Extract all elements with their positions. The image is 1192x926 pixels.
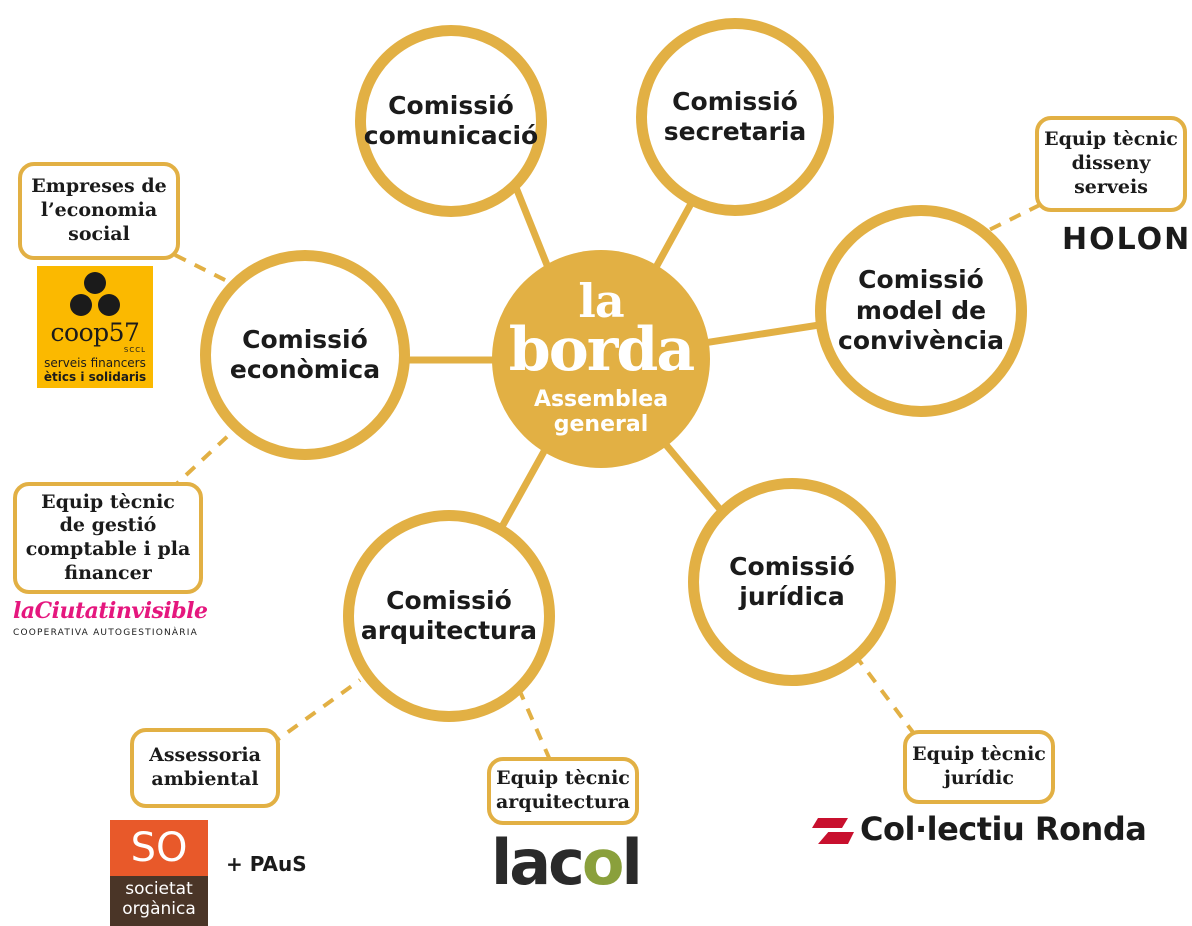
team-gestio-label: Equip tècnic de gestió comptable i pla f…: [26, 491, 191, 586]
assemblea-general-line-1: Assemblea: [533, 386, 669, 412]
holon-logo: HOLON: [1062, 222, 1192, 257]
lacol-part-3: l: [621, 826, 642, 899]
team-juridic-line-2: jurídic: [943, 767, 1014, 789]
team-gestio-line-4: financer: [64, 561, 152, 584]
team-assessoria-ambiental: Assessoria ambiental: [130, 728, 280, 808]
lacol-o-mark: o: [581, 826, 625, 899]
team-arquitectura: Equip tècnic arquitectura: [487, 757, 639, 825]
team-arquitectura-label: Equip tècnic arquitectura: [496, 767, 630, 815]
team-ambiental-line-1: Assessoria: [149, 744, 261, 767]
commission-comunicacio-line-1: Comissió: [388, 90, 514, 120]
commission-arquitectura-label: Comissió arquitectura: [361, 586, 537, 647]
commission-arquitectura-line-2: arquitectura: [360, 616, 538, 645]
commission-convivencia-label: Comissió model de convivència: [838, 265, 1004, 357]
team-gestio-line-2: de gestió: [59, 514, 157, 537]
paus-logo: + PAuS: [226, 852, 307, 876]
lacol-part-1: lac: [491, 826, 585, 899]
team-gestio-comptable: Equip tècnic de gestió comptable i pla f…: [13, 482, 203, 594]
ciutat-invisible-logo: laCiutatinvisible: [13, 598, 208, 624]
team-empreses-line-3: social: [68, 222, 130, 245]
colectiu-ronda-logo: Col·lectiu Ronda: [860, 810, 1147, 848]
team-gestio-line-3: comptable i pla: [25, 538, 191, 560]
commission-secretaria-label: Comissió secretaria: [664, 87, 807, 148]
team-ambiental-line-2: ambiental: [151, 768, 259, 790]
team-empreses-economia-social: Empreses de l’economia social: [18, 162, 180, 260]
commission-juridica-line-1: Comissió: [729, 551, 855, 581]
dash-juridic: [853, 653, 917, 737]
dash-gestio: [168, 418, 247, 492]
societat-organica-line-1: societat: [125, 879, 193, 899]
team-empreses-label: Empreses de l’economia social: [31, 175, 166, 246]
team-empreses-line-2: l’economia: [40, 199, 158, 222]
ciutat-invisible-tagline: COOPERATIVA AUTOGESTIONÀRIA: [13, 628, 198, 638]
societat-organica-mark: SO: [110, 820, 208, 876]
colectiu-ronda-flag-icon: [810, 818, 854, 844]
commission-comunicacio: Comissió comunicació: [355, 25, 547, 217]
la-borda-logo-bottom: borda: [508, 314, 695, 385]
commission-arquitectura-line-1: Comissió: [386, 585, 512, 615]
societat-organica-logo: societat orgànica: [110, 876, 208, 926]
commission-comunicacio-line-2: comunicació: [363, 121, 539, 150]
dash-disseny: [984, 193, 1061, 234]
coop57-sccl: SCCL: [123, 346, 146, 354]
team-disseny-line-3: serveis: [1074, 175, 1148, 198]
commission-juridica-label: Comissió jurídica: [729, 552, 855, 613]
commission-juridica: Comissió jurídica: [688, 478, 896, 686]
assemblea-general-line-2: general: [553, 412, 649, 438]
team-gestio-line-1: Equip tècnic: [41, 490, 175, 513]
dash-ambiental: [268, 678, 362, 747]
lacol-logo: lacol: [491, 832, 643, 894]
coop57-logo: coop57 SCCL serveis financers ètics i so…: [37, 266, 153, 388]
commission-economica-label: Comissió econòmica: [230, 325, 380, 386]
commission-secretaria-line-1: Comissió: [672, 86, 798, 116]
commission-comunicacio-label: Comissió comunicació: [364, 91, 538, 152]
commission-secretaria: Comissió secretaria: [636, 18, 834, 216]
societat-organica-mark-text: SO: [130, 825, 188, 871]
la-borda-logo-top: la: [578, 273, 624, 328]
team-arquitectura-line-1: Equip tècnic: [496, 767, 630, 790]
commission-economica: Comissió econòmica: [200, 250, 410, 460]
coop57-dots-icon: [70, 272, 120, 316]
team-disseny-line-2: disseny: [1071, 152, 1151, 175]
societat-organica-line-2: orgànica: [122, 898, 196, 919]
team-empreses-line-1: Empreses de: [31, 175, 167, 198]
team-juridic: Equip tècnic jurídic: [903, 730, 1055, 804]
commission-secretaria-line-2: secretaria: [663, 117, 807, 146]
commission-juridica-line-2: jurídica: [739, 582, 845, 611]
coop57-name: coop57: [50, 318, 140, 347]
commission-convivencia-line-2: model de: [855, 295, 987, 325]
commission-economica-line-2: econòmica: [229, 355, 381, 384]
team-ambiental-label: Assessoria ambiental: [149, 744, 261, 792]
commission-convivencia-line-1: Comissió: [858, 265, 984, 295]
team-juridic-label: Equip tècnic jurídic: [912, 743, 1046, 791]
coop57-tagline-2: ètics i solidaris: [43, 370, 147, 384]
team-juridic-line-1: Equip tècnic: [912, 743, 1046, 766]
commission-convivencia: Comissió model de convivència: [815, 205, 1027, 417]
commission-arquitectura: Comissió arquitectura: [343, 510, 555, 722]
coop57-tagline-1: serveis financers: [44, 356, 146, 370]
team-disseny-serveis: Equip tècnic disseny serveis: [1035, 116, 1187, 212]
team-disseny-label: Equip tècnic disseny serveis: [1044, 128, 1178, 199]
assemblea-general-node: la borda Assemblea general: [492, 250, 710, 468]
commission-convivencia-line-3: convivència: [838, 326, 1004, 356]
team-disseny-line-1: Equip tècnic: [1044, 128, 1178, 151]
team-arquitectura-line-2: arquitectura: [496, 791, 630, 813]
commission-economica-line-1: Comissió: [242, 324, 368, 354]
